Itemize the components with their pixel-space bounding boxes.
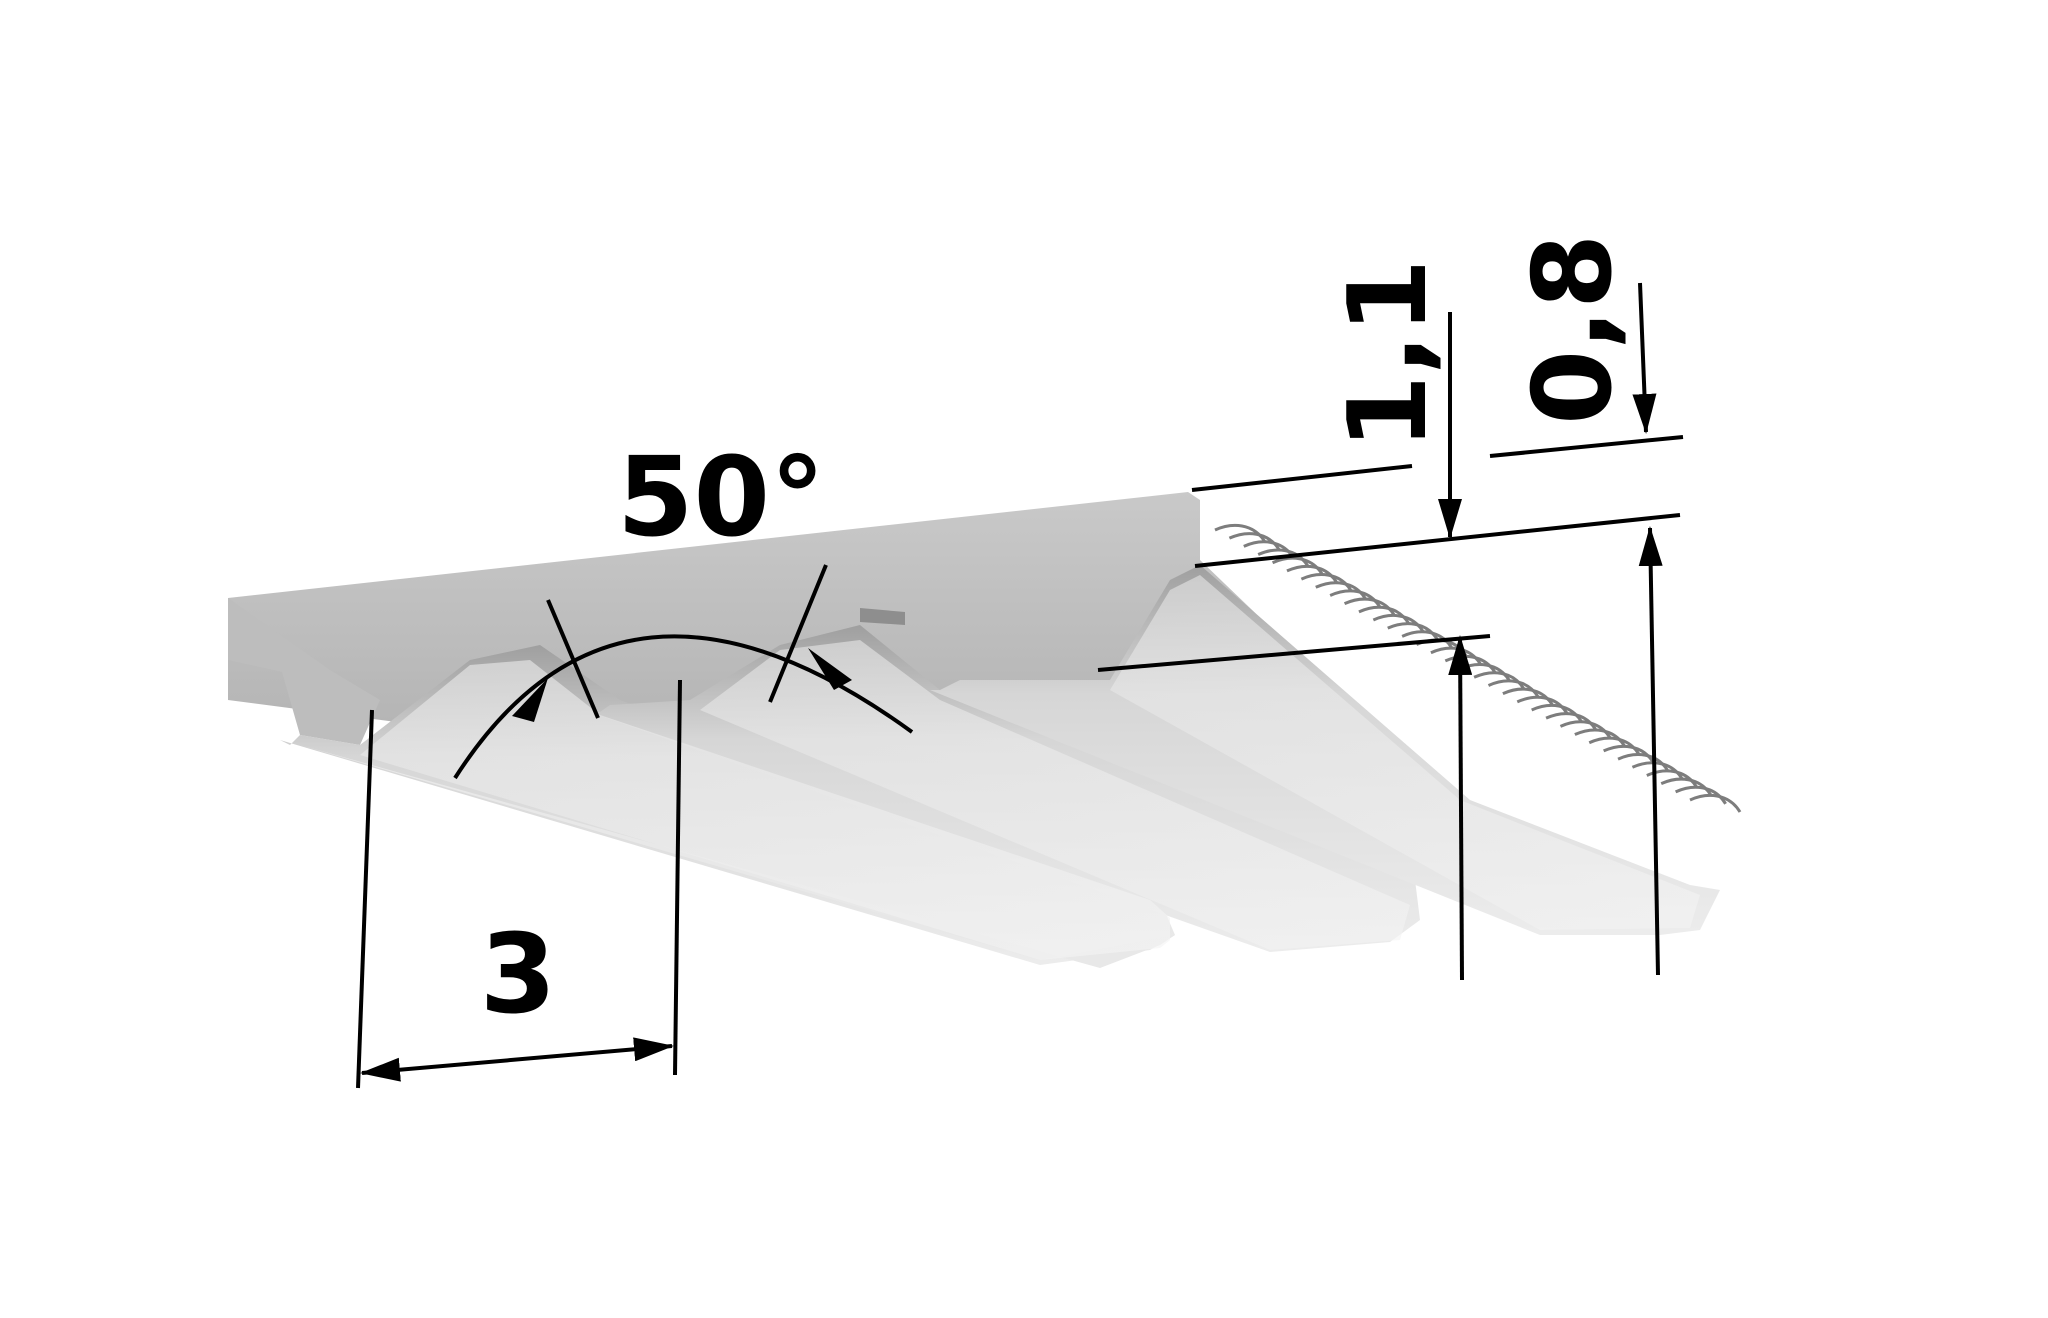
belt-front-face-3 (1110, 575, 1700, 930)
belt-front-face (360, 660, 1170, 960)
belt-end-face (228, 598, 380, 745)
angle-arrowhead-left (512, 678, 548, 722)
dimension-lines (356, 282, 1684, 1089)
angle-label: 50° (617, 433, 825, 561)
pitch-extension-left (356, 709, 374, 1089)
dim-1-1-lower (1448, 635, 1473, 981)
angle-tick-right (768, 564, 828, 703)
cord-rib (1689, 793, 1742, 813)
pitch-extension-right (673, 679, 682, 1076)
ref-line-mid (1194, 513, 1681, 568)
total-height-label: 1,1 (1326, 259, 1451, 450)
angle-arrowhead-right (808, 648, 852, 690)
tooth-height-label: 0,8 (1511, 234, 1636, 425)
ref-line-right-top (1489, 435, 1684, 458)
pitch-label: 3 (480, 910, 557, 1038)
belt-body (228, 492, 1720, 968)
ref-line-tooth-root (1097, 634, 1491, 672)
belt-nub (860, 608, 905, 625)
angle-tick-left (546, 599, 600, 719)
dim-0-8-upper (1632, 282, 1657, 434)
pitch-arrow (360, 1037, 674, 1082)
dim-0-8-lower (1638, 526, 1663, 976)
belt-front-face-2 (700, 640, 1410, 950)
ref-line-top (1191, 464, 1413, 492)
